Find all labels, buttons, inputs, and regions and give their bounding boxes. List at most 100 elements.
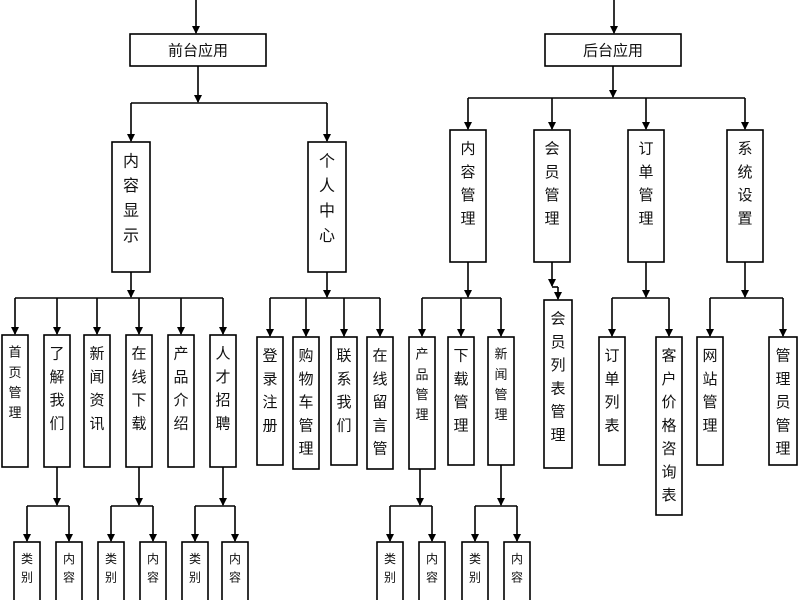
node-member-mgmt: 会员管理 xyxy=(533,129,571,263)
node-box xyxy=(256,336,284,466)
node-box xyxy=(330,336,358,466)
node-box xyxy=(461,541,489,600)
node-l-content-2: 内容 xyxy=(418,541,446,600)
node-label: 订单列表 xyxy=(604,347,619,435)
node-l-cat-2: 类别 xyxy=(376,541,404,600)
node-content-display: 内容显示 xyxy=(111,141,151,273)
node-recruit: 人才招聘 xyxy=(209,334,237,468)
node-fd-content: 内容 xyxy=(139,541,167,600)
node-contact-us: 联系我们 xyxy=(330,336,358,466)
node-label: 客户价格咨询表 xyxy=(661,347,676,505)
node-box xyxy=(129,33,267,67)
node-box xyxy=(533,129,571,263)
node-l-cat-1: 类别 xyxy=(13,541,41,600)
node-label: 内容显示 xyxy=(123,151,139,244)
node-bn-content: 内容 xyxy=(503,541,531,600)
node-label: 联系我们 xyxy=(336,347,351,435)
node-fd-cat: 类别 xyxy=(97,541,125,600)
node-box xyxy=(43,334,71,468)
node-label: 后台应用 xyxy=(583,41,643,59)
node-label: 网站管理 xyxy=(702,347,717,435)
node-label: 内容 xyxy=(229,552,241,585)
node-label: 管理员管理 xyxy=(775,347,790,458)
node-label: 个人中心 xyxy=(319,151,335,244)
diagram-nodes: 前台应用内容显示首页管理了解我们新闻资讯在线下载类别内容产品介绍人才招聘类别内容… xyxy=(1,33,798,600)
node-label: 新闻资讯 xyxy=(89,345,104,433)
node-label: 内容 xyxy=(426,552,438,585)
node-label: 在线下载 xyxy=(131,345,146,433)
node-customer-price-inquiry: 客户价格咨询表 xyxy=(655,336,683,516)
node-label: 类别 xyxy=(189,552,201,585)
node-online-message: 在线留言管 xyxy=(366,336,394,470)
node-label: 内容 xyxy=(511,552,523,585)
node-label: 下载管理 xyxy=(453,347,468,435)
node-content-mgmt: 内容管理 xyxy=(449,129,487,263)
node-label: 产品介绍 xyxy=(173,345,188,433)
node-fr-cat: 类别 xyxy=(181,541,209,600)
node-news-mgmt: 新闻管理 xyxy=(487,336,515,466)
node-label: 类别 xyxy=(384,552,396,585)
node-box xyxy=(543,299,573,469)
node-label: 产品管理 xyxy=(415,348,428,423)
node-box xyxy=(307,141,347,273)
node-download-mgmt: 下载管理 xyxy=(447,336,475,466)
node-home-mgmt: 首页管理 xyxy=(1,334,29,468)
node-personal-center: 个人中心 xyxy=(307,141,347,273)
node-l-content-1: 内容 xyxy=(55,541,83,600)
node-box xyxy=(376,541,404,600)
node-box xyxy=(408,336,436,470)
node-box xyxy=(768,336,798,466)
node-box xyxy=(167,334,195,468)
node-label: 人才招聘 xyxy=(215,345,230,433)
node-box xyxy=(13,541,41,600)
node-box xyxy=(627,129,665,263)
node-box xyxy=(726,129,764,263)
node-box xyxy=(503,541,531,600)
node-box xyxy=(292,336,320,470)
node-label: 购物车管理 xyxy=(298,347,313,458)
node-online-download: 在线下载 xyxy=(125,334,153,468)
node-system-settings: 系统设置 xyxy=(726,129,764,263)
node-order-list: 订单列表 xyxy=(598,336,626,466)
node-news-info: 新闻资讯 xyxy=(83,334,111,468)
node-about-us: 了解我们 xyxy=(43,334,71,468)
node-box xyxy=(544,33,682,67)
node-box xyxy=(55,541,83,600)
node-bn-cat: 类别 xyxy=(461,541,489,600)
node-box xyxy=(598,336,626,466)
node-label: 会员列表管理 xyxy=(550,310,565,444)
node-box xyxy=(418,541,446,600)
node-label: 内容 xyxy=(63,552,75,585)
node-label: 类别 xyxy=(105,552,117,585)
node-label: 登录注册 xyxy=(262,347,277,435)
node-box xyxy=(1,334,29,468)
node-fr-content: 内容 xyxy=(221,541,249,600)
node-label: 在线留言管 xyxy=(372,347,387,458)
node-box xyxy=(655,336,683,516)
connector-lines xyxy=(11,0,787,542)
node-member-list-mgmt: 会员列表管理 xyxy=(543,299,573,469)
node-label: 了解我们 xyxy=(49,345,64,433)
node-cart-mgmt: 购物车管理 xyxy=(292,336,320,470)
node-box xyxy=(449,129,487,263)
node-box xyxy=(447,336,475,466)
node-admin-mgmt: 管理员管理 xyxy=(768,336,798,466)
node-box xyxy=(696,336,724,466)
node-box xyxy=(97,541,125,600)
node-label: 系统设置 xyxy=(737,140,752,228)
node-box xyxy=(181,541,209,600)
node-label: 内容 xyxy=(147,552,159,585)
node-label: 首页管理 xyxy=(8,346,21,421)
node-site-mgmt: 网站管理 xyxy=(696,336,724,466)
node-product-intro: 产品介绍 xyxy=(167,334,195,468)
node-box xyxy=(125,334,153,468)
node-label: 前台应用 xyxy=(168,41,228,59)
node-order-mgmt: 订单管理 xyxy=(627,129,665,263)
node-product-mgmt: 产品管理 xyxy=(408,336,436,470)
node-label: 新闻管理 xyxy=(494,347,507,423)
node-label: 内容管理 xyxy=(460,140,475,228)
node-box xyxy=(139,541,167,600)
node-label: 类别 xyxy=(21,552,33,585)
node-box xyxy=(487,336,515,466)
